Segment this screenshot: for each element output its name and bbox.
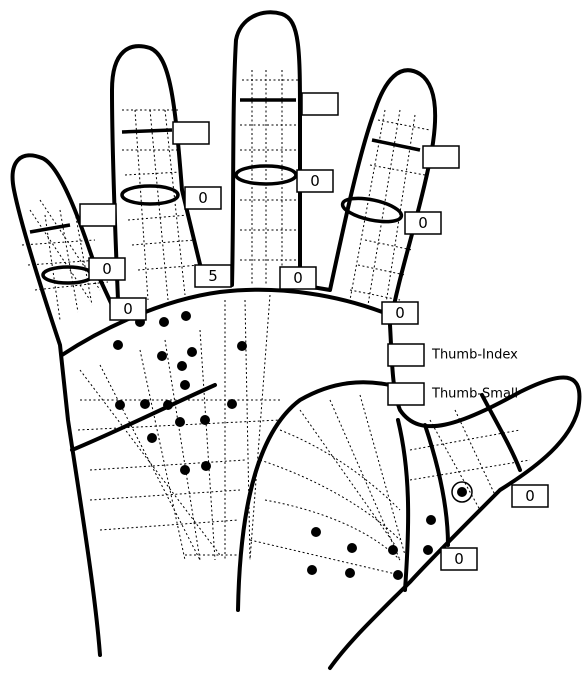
small-distal-box	[80, 204, 116, 226]
hand-outline	[13, 12, 580, 668]
legend-thumb-index-label: Thumb-Index	[431, 348, 518, 363]
value-boxes: 0 0 0 5 0 0 0 0 0 0	[80, 93, 548, 570]
middle-base-value: 0	[293, 269, 303, 287]
middle-middle-value: 0	[310, 172, 320, 190]
thumb-tip-value: 0	[525, 487, 535, 505]
thumb-joint-line-2	[425, 425, 448, 545]
small-band-base	[43, 267, 93, 283]
palm-grids	[78, 295, 530, 575]
index-middle-value: 0	[418, 214, 428, 232]
ring-middle-value: 0	[198, 189, 208, 207]
legend-thumb-index-swatch	[388, 344, 424, 366]
legend-thumb-small-label: Thumb-Small	[431, 387, 518, 402]
legend: Thumb-Index Thumb-Small	[388, 344, 518, 405]
small-middle-value: 0	[102, 260, 112, 278]
thumb-joint-line-3	[482, 395, 520, 470]
small-band-distal	[30, 225, 70, 232]
small-base-value: 0	[123, 300, 133, 318]
ring-band	[122, 186, 178, 204]
ring-distal-box	[173, 122, 209, 144]
middle-distal-box	[302, 93, 338, 115]
thumb-joint-line	[398, 420, 408, 590]
index-band	[341, 194, 404, 226]
index-base-value: 0	[395, 304, 405, 322]
ring-band-distal	[122, 130, 172, 132]
index-distal-box	[423, 146, 459, 168]
ring-base-value: 5	[208, 267, 218, 285]
legend-thumb-small-swatch	[388, 383, 424, 405]
thumb-base-value: 0	[454, 550, 464, 568]
palm-divider	[72, 385, 215, 450]
